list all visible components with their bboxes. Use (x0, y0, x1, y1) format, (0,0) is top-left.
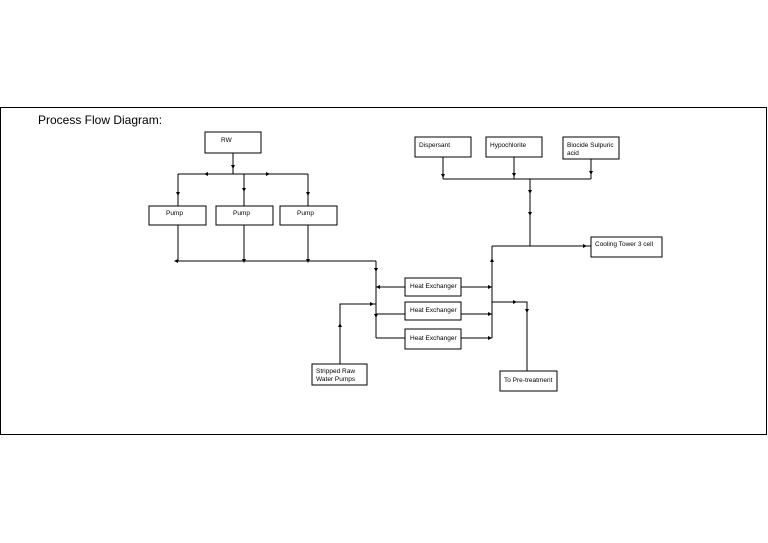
node-hypochlorite-label: Hypochlorite (490, 142, 527, 149)
flow-marker (512, 173, 516, 177)
flow-marker (488, 312, 492, 316)
node-biocide-label-line-1: Biocide Sulpuric (567, 142, 614, 149)
node-heat-exchanger-2-label: Heat Exchanger (410, 307, 457, 314)
node-heat-exchanger-1-label: Heat Exchanger (410, 283, 457, 290)
flow-marker (525, 309, 529, 313)
node-pump-2-label: Pump (233, 210, 250, 217)
node-rw: RW (204, 131, 262, 154)
connectors (177, 153, 592, 371)
connector-to-pretreatment (492, 301, 528, 371)
node-heat-exchanger-3: Heat Exchanger (404, 328, 462, 350)
diagram-title: Process Flow Diagram: (38, 113, 163, 127)
node-heat-exchanger-2: Heat Exchanger (404, 301, 462, 321)
node-pretreatment: To Pre-treatment (499, 370, 558, 392)
node-pretreatment-label: To Pre-treatment (504, 377, 553, 384)
flow-marker (338, 323, 342, 327)
flow-marker (374, 268, 378, 272)
flow-marker (306, 259, 310, 263)
node-stripped-label-line-2: Water Pumps (316, 376, 356, 383)
flow-markers (174, 165, 593, 340)
connector-stripped-pumps (339, 303, 376, 364)
flow-marker (306, 192, 310, 196)
flow-marker (490, 258, 494, 262)
flow-marker (242, 259, 246, 263)
flow-marker (513, 300, 517, 304)
flow-marker (266, 172, 270, 176)
flow-marker (376, 285, 380, 289)
node-dispersant-label: Dispersant (419, 142, 450, 149)
flow-marker (528, 190, 532, 194)
flow-marker (231, 165, 235, 169)
flow-marker (488, 336, 492, 340)
node-cooling-tower: Cooling Tower 3 cell (590, 236, 663, 258)
flow-marker (374, 314, 378, 318)
node-cooling-tower-label: Cooling Tower 3 cell (595, 241, 654, 248)
node-pump-3: Pump (279, 205, 338, 226)
node-hypochlorite: Hypochlorite (485, 136, 543, 158)
node-biocide-sulpuric-acid: Biocide Sulpuric acid (562, 136, 620, 160)
flow-marker (176, 192, 180, 196)
node-stripped-raw-water-pumps: Stripped Raw Water Pumps (311, 363, 368, 386)
node-stripped-label-line-1: Stripped Raw (316, 368, 355, 375)
node-pump-2: Pump (215, 205, 274, 226)
node-pump-1: Pump (148, 205, 207, 226)
flow-marker (589, 171, 593, 175)
node-heat-exchanger-3-label: Heat Exchanger (410, 335, 457, 342)
flow-marker (528, 212, 532, 216)
flow-marker (370, 302, 374, 306)
node-pump-3-label: Pump (297, 210, 314, 217)
node-pump-1-label: Pump (166, 210, 183, 217)
flow-marker (204, 172, 208, 176)
node-biocide-label-line-2: acid (567, 150, 579, 157)
flow-marker (583, 244, 587, 248)
node-dispersant: Dispersant (414, 136, 472, 158)
node-heat-exchanger-1: Heat Exchanger (404, 277, 462, 297)
diagram-frame (0, 107, 767, 435)
flow-marker (488, 285, 492, 289)
node-rw-label: RW (221, 137, 233, 144)
flow-marker (174, 259, 178, 263)
flow-marker (242, 188, 246, 192)
flow-marker (441, 174, 445, 178)
